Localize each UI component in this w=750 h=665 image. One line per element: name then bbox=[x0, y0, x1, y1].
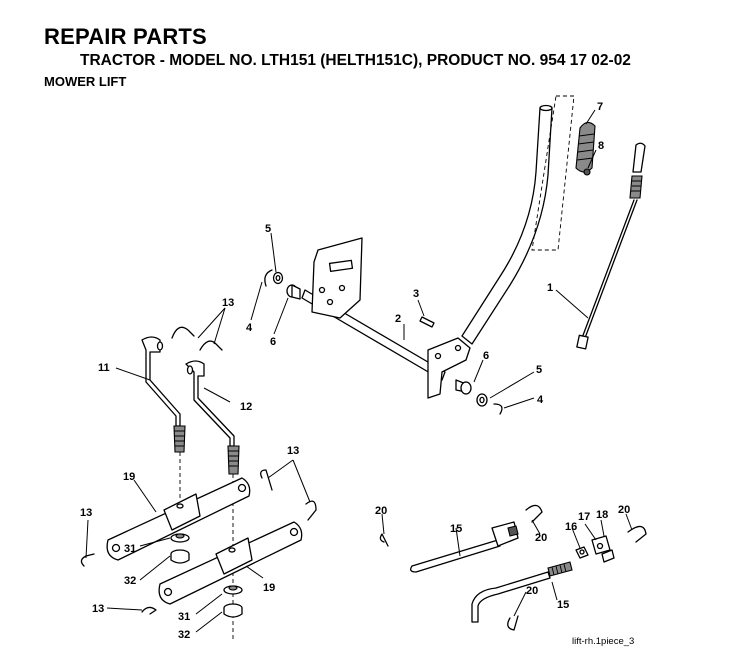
hairpin-clip-rod-d bbox=[507, 615, 519, 631]
clip-right bbox=[493, 403, 503, 415]
lift-handle bbox=[461, 95, 575, 345]
lift-cross-shaft bbox=[301, 237, 471, 399]
callout-13-right: 13 bbox=[287, 445, 299, 457]
section-title: MOWER LIFT bbox=[44, 74, 127, 89]
trunnion-block bbox=[591, 535, 611, 555]
page-title: REPAIR PARTS bbox=[44, 24, 207, 49]
leader-lines bbox=[85, 109, 633, 633]
callout-13-upper: 13 bbox=[222, 297, 234, 309]
callout-6-right: 6 bbox=[483, 350, 489, 362]
callout-19-lower: 19 bbox=[263, 582, 275, 594]
callout-32-upper: 32 bbox=[124, 575, 136, 587]
callout-8: 8 bbox=[598, 140, 604, 152]
washer-left bbox=[272, 271, 284, 285]
hairpin-clip-arm-a bbox=[260, 469, 273, 491]
callout-31-lower: 31 bbox=[178, 611, 190, 623]
callout-20-mid: 20 bbox=[535, 532, 547, 544]
adjust-rod-lower bbox=[471, 561, 573, 623]
callout-5-left: 5 bbox=[265, 223, 271, 235]
callout-13-lower: 13 bbox=[92, 603, 104, 615]
hairpin-clip-rod-c bbox=[627, 525, 647, 543]
grip-pin bbox=[583, 168, 591, 176]
trunnion-bolt bbox=[601, 549, 615, 563]
callout-7: 7 bbox=[597, 101, 603, 113]
lift-arm-lower bbox=[158, 521, 303, 605]
callout-32-lower: 32 bbox=[178, 629, 190, 641]
figure-reference: lift-rh.1piece_3 bbox=[572, 636, 635, 647]
callout-11: 11 bbox=[98, 362, 110, 374]
callout-5-right: 5 bbox=[536, 364, 542, 376]
callout-12: 12 bbox=[240, 401, 252, 413]
bearing-upper bbox=[170, 533, 190, 564]
callout-labels: 7 8 1 2 3 5 4 6 6 5 4 13 11 12 13 19 13 … bbox=[80, 101, 630, 641]
clip-left bbox=[264, 269, 273, 287]
bearing-lower bbox=[223, 585, 243, 618]
hairpin-clip-upper-a bbox=[171, 326, 195, 339]
callout-13-left: 13 bbox=[80, 507, 92, 519]
handle-grip bbox=[575, 121, 596, 173]
callout-4-right: 4 bbox=[537, 394, 544, 406]
shaft-pin bbox=[419, 316, 435, 328]
lift-link-left bbox=[141, 336, 186, 453]
adjust-rod-upper bbox=[410, 521, 519, 573]
model-subtitle: TRACTOR - MODEL NO. LTH151 (HELTH151C), … bbox=[80, 52, 631, 69]
callout-17: 17 bbox=[578, 511, 590, 523]
trunnion-nut bbox=[575, 546, 589, 559]
callout-6-left: 6 bbox=[270, 336, 276, 348]
hairpin-clip-upper-b bbox=[199, 340, 223, 351]
callout-18: 18 bbox=[596, 509, 608, 521]
hairpin-clip-rod-a bbox=[379, 533, 389, 547]
bushing-left bbox=[286, 284, 301, 300]
hairpin-clip-rod-b bbox=[525, 504, 543, 523]
callout-20-lower: 20 bbox=[526, 585, 538, 597]
callout-20-left: 20 bbox=[375, 505, 387, 517]
callout-4-left: 4 bbox=[246, 322, 253, 334]
lift-link-right bbox=[185, 360, 240, 475]
washer-right bbox=[476, 393, 488, 407]
callout-15-upper: 15 bbox=[450, 523, 462, 535]
hairpin-clip-arm-b bbox=[305, 500, 317, 521]
callout-2: 2 bbox=[395, 313, 401, 325]
lift-link-rod bbox=[576, 142, 646, 350]
callout-20-right: 20 bbox=[618, 504, 630, 516]
callout-3: 3 bbox=[413, 288, 419, 300]
callout-15-lower: 15 bbox=[557, 599, 569, 611]
hairpin-clip-arm-d bbox=[141, 606, 157, 615]
callout-16: 16 bbox=[565, 521, 577, 533]
callout-31-upper: 31 bbox=[124, 543, 136, 555]
bushing-right bbox=[455, 379, 472, 395]
hairpin-clip-arm-c bbox=[80, 553, 95, 567]
callout-19-upper: 19 bbox=[123, 471, 135, 483]
lift-arm-upper bbox=[106, 477, 251, 561]
callout-1: 1 bbox=[547, 282, 553, 294]
